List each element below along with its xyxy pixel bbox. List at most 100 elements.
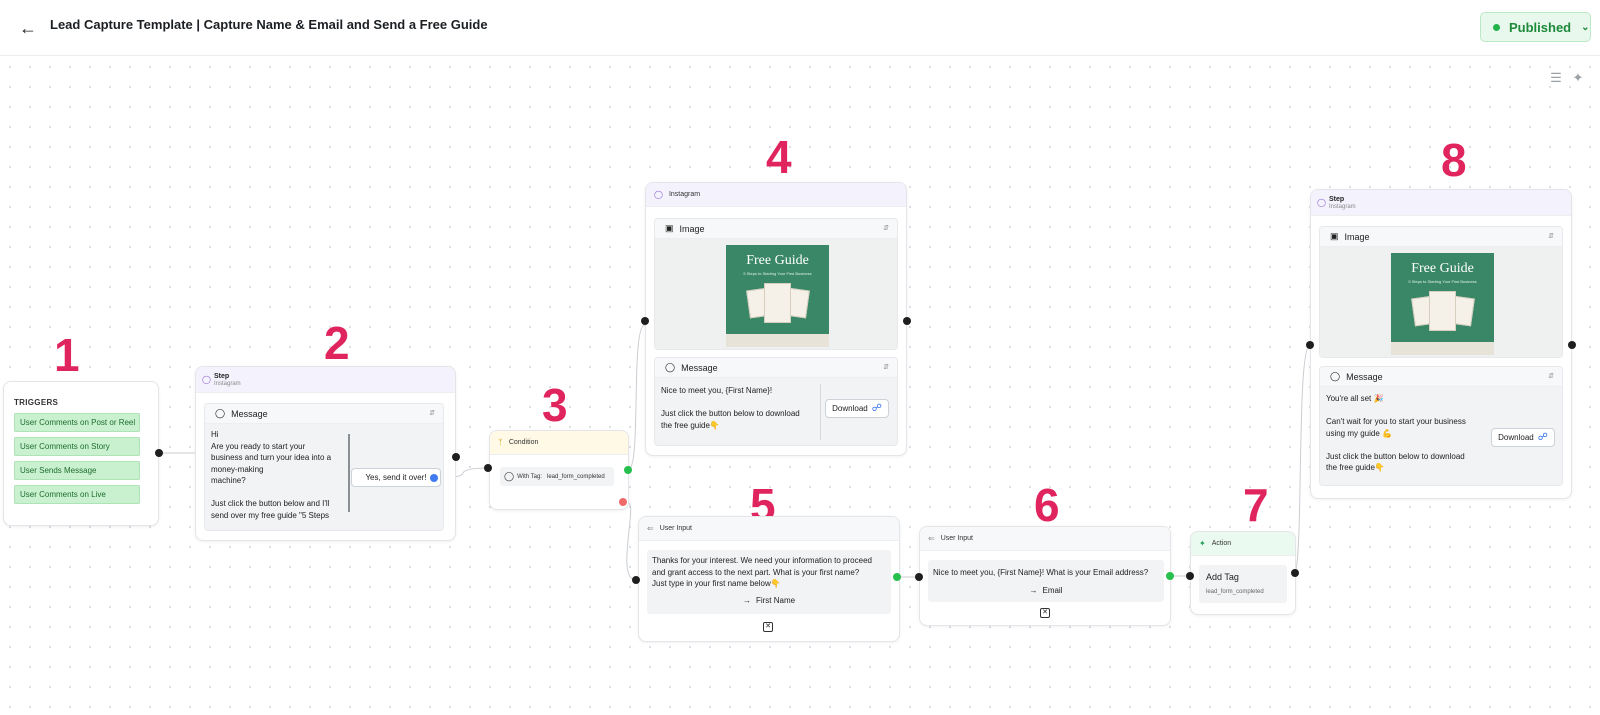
step-number-8: 8 [1441,134,1467,186]
download-button[interactable]: Download☍ [1491,428,1555,447]
step-number-4: 4 [766,131,792,183]
question-panel[interactable]: Thanks for your interest. We need your i… [647,550,891,614]
email-input-port[interactable] [915,573,923,581]
user-input-header: ⇐ User Input [920,527,1170,551]
email-field[interactable]: →Email [1029,586,1063,595]
published-status-button[interactable]: Published ⌄ [1480,12,1591,42]
instagram-icon: ◯ [202,375,211,384]
wand-icon[interactable]: ✦ [1572,70,1584,85]
question-panel[interactable]: Nice to meet you, {First Name}! What is … [928,560,1164,602]
triggers-node[interactable]: TRIGGERS User Comments on Post or Reel U… [3,381,159,526]
email-output-port[interactable] [1166,572,1174,580]
trigger-item-comment-live[interactable]: User Comments on Live [14,485,140,504]
first-name-input-port[interactable] [632,576,640,584]
step-header: ◯ Step Instagram [1311,190,1571,216]
message-output-port[interactable] [452,453,460,461]
arrow-left-icon[interactable]: ← [19,17,37,38]
question-text: Nice to meet you, {First Name}! What is … [933,568,1149,577]
message-section-bar[interactable]: ◯ Message ⇵ [205,404,443,424]
message-block[interactable]: ◯ Message ⇵ Nice to meet you, {First Nam… [654,357,898,446]
instagram-message-node[interactable]: ◯ Instagram ▣ Image ⇵ Free Guide 5 Steps… [645,182,907,456]
link-icon: ☍ [871,403,882,414]
scrollbar[interactable] [348,434,350,512]
image-icon: ▣ [665,223,674,233]
image-section-bar[interactable]: ▣ Image ⇵ [655,219,897,239]
condition-false-port[interactable] [619,498,627,506]
message-block[interactable]: ◯ Message ⇵ Hi Are you ready to start yo… [204,403,444,531]
image-block[interactable]: ▣ Image ⇵ Free Guide 5 Steps to Starting… [1319,226,1563,358]
arrow-right-icon: → [742,596,751,605]
action-node[interactable]: ✦ Action Add Tag lead_form_completed [1190,531,1296,615]
trigger-item-comment-post[interactable]: User Comments on Post or Reel [14,413,140,432]
condition-node[interactable]: ᛉ Condition ◯ With Tag: lead_form_comple… [489,430,629,510]
status-label: Published [1509,19,1572,35]
updown-icon: ⇵ [883,225,889,232]
first-name-output-port[interactable] [893,573,901,581]
first-name-field[interactable]: →First Name [742,596,796,605]
instagram-input-port[interactable] [641,317,649,325]
tag-condition[interactable]: ◯ With Tag: lead_form_completed [500,467,614,486]
final-step-node[interactable]: ◯ Step Instagram ▣ Image ⇵ Free Guide 5 … [1310,189,1572,499]
user-input-header: ⇐ User Input [639,517,899,541]
message-text: Nice to meet you, {First Name}! Just cli… [661,386,800,430]
input-icon: ⇐ [928,534,935,543]
message-text: Hi Are you ready to start your business … [211,430,332,520]
user-input-first-name-node[interactable]: ⇐ User Input Thanks for your interest. W… [638,516,900,642]
add-tag-action[interactable]: Add Tag lead_form_completed [1199,565,1287,603]
instagram-icon: ◯ [1317,198,1326,207]
download-button[interactable]: Download☍ [825,399,889,418]
updown-icon: ⇵ [1548,373,1554,380]
page-title: Lead Capture Template | Capture Name & E… [50,17,488,32]
message-section-bar[interactable]: ◯ Message ⇵ [655,358,897,378]
triggers-output-port[interactable] [155,449,163,457]
close-icon[interactable]: ✕ [763,622,773,632]
layers-icon[interactable]: ☰ [1550,70,1562,85]
message-section-bar[interactable]: ◯ Message ⇵ [1320,367,1562,387]
instagram-icon: ◯ [654,190,663,199]
send-it-over-button[interactable]: Yes, send it over! [351,468,441,487]
image-section-bar[interactable]: ▣ Image ⇵ [1320,227,1562,247]
chat-bubble-icon: ◯ [215,408,226,418]
message-block[interactable]: ◯ Message ⇵ You're all set 🎉 Can't wait … [1319,366,1563,486]
step-number-1: 1 [54,329,80,381]
editor-header: ← Lead Capture Template | Capture Name &… [0,0,1600,56]
close-icon[interactable]: ✕ [1040,608,1050,618]
final-step-input-port[interactable] [1306,341,1314,349]
step-number-6: 6 [1034,479,1060,531]
condition-header: ᛉ Condition [490,431,628,455]
user-input-email-node[interactable]: ⇐ User Input Nice to meet you, {First Na… [919,526,1171,626]
free-guide-image: Free Guide 5 Steps to Starting Your Firs… [1391,253,1494,355]
tag-icon: ◯ [504,471,515,481]
step-number-3: 3 [542,379,568,431]
updown-icon: ⇵ [429,410,435,417]
action-input-port[interactable] [1186,572,1194,580]
final-step-output-port[interactable] [1568,341,1576,349]
chevron-down-icon: ⌄ [1581,21,1590,33]
free-guide-image: Free Guide 5 Steps to Starting Your Firs… [726,245,829,347]
sparkle-icon: ✦ [1199,539,1206,548]
image-block[interactable]: ▣ Image ⇵ Free Guide 5 Steps to Starting… [654,218,898,350]
action-label: Add Tag [1206,572,1239,582]
condition-input-port[interactable] [484,464,492,472]
image-icon: ▣ [1330,231,1339,241]
action-header: ✦ Action [1191,532,1295,556]
action-output-port[interactable] [1291,569,1299,577]
updown-icon: ⇵ [1548,233,1554,240]
section-label: Message [231,408,268,419]
arrow-right-icon: → [1029,586,1038,595]
instagram-output-port[interactable] [903,317,911,325]
message-text: You're all set 🎉 Can't wait for you to s… [1326,394,1466,472]
branch-icon: ᛉ [498,438,503,447]
updown-icon: ⇵ [883,364,889,371]
message-step-node[interactable]: ◯ Step Instagram ◯ Message ⇵ Hi Are you … [195,366,456,541]
trigger-item-send-message[interactable]: User Sends Message [14,461,140,480]
question-text: Thanks for your interest. We need your i… [652,556,872,588]
action-tag: lead_form_completed [1206,589,1264,595]
condition-true-port[interactable] [624,466,632,474]
trigger-item-comment-story[interactable]: User Comments on Story [14,437,140,456]
step-header: ◯ Step Instagram [196,367,455,393]
condition-title: Condition [508,439,539,446]
step-number-7: 7 [1243,479,1269,531]
button-output-port[interactable] [430,474,438,482]
chat-bubble-icon: ◯ [665,362,676,372]
